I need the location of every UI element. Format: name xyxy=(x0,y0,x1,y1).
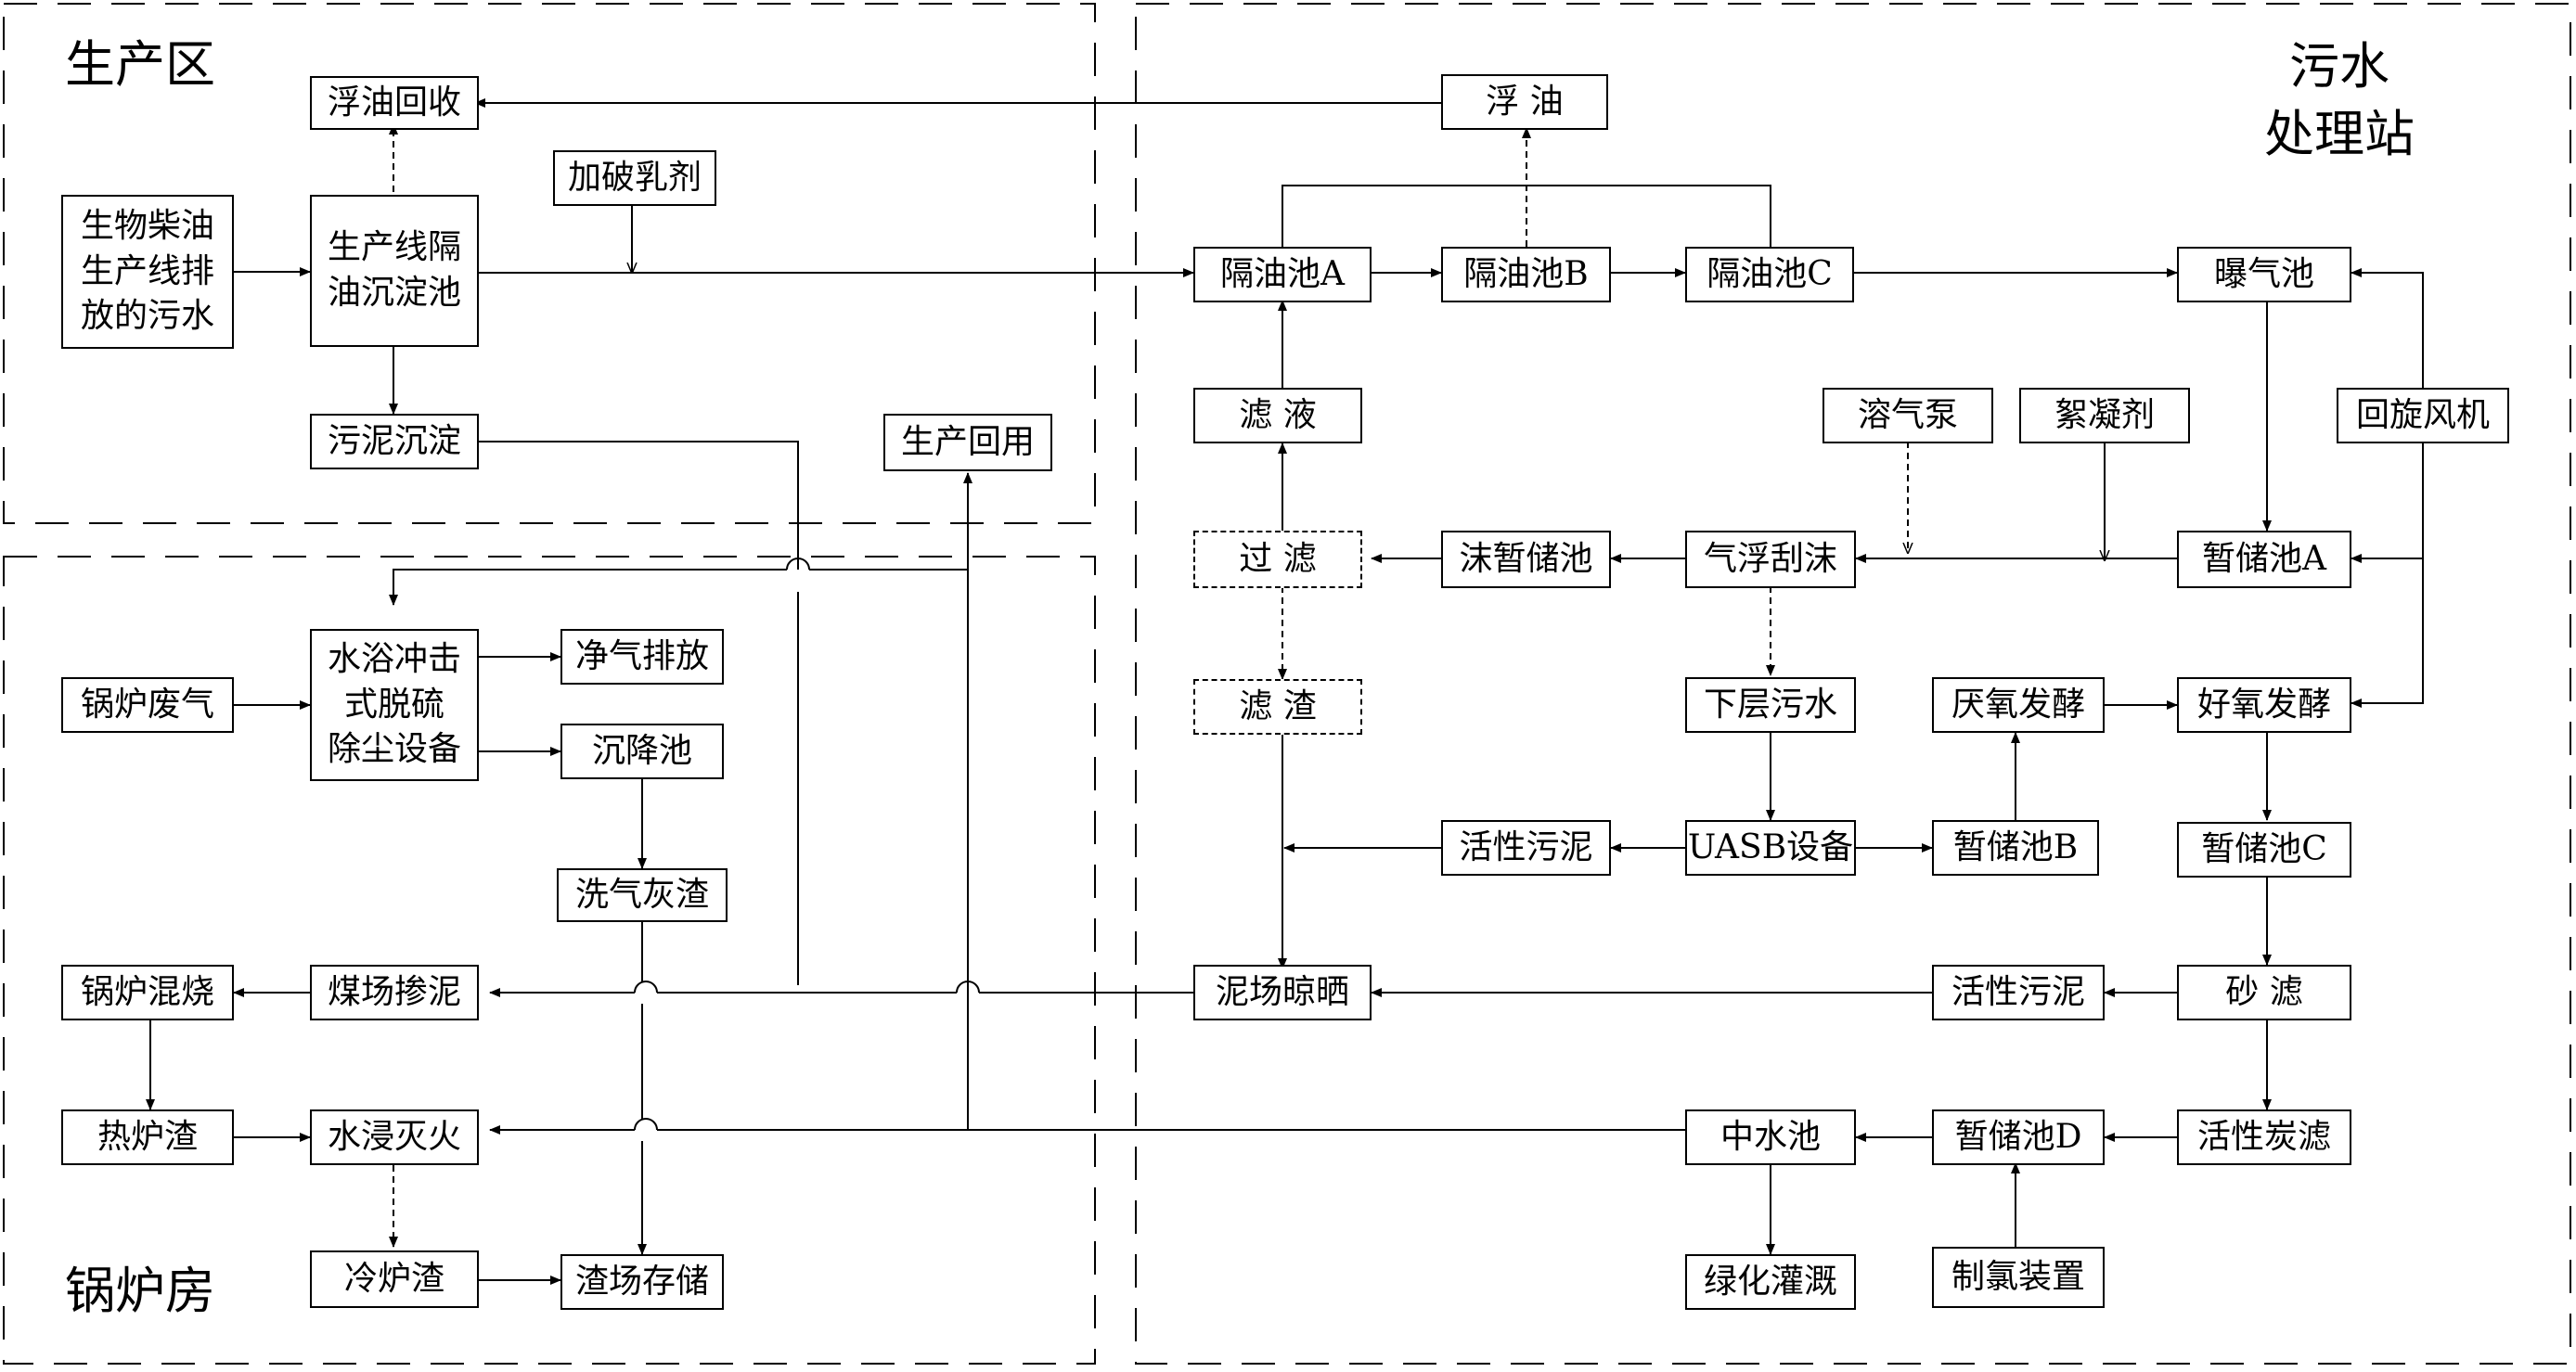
filtrate-box: 滤 液 xyxy=(1193,388,1362,443)
biodiesel-wastewater-box: 生物柴油 生产线排 放的污水 xyxy=(61,195,234,349)
separator-c-box: 隔油池C xyxy=(1685,247,1854,302)
production-reuse-box: 生产回用 xyxy=(883,414,1052,471)
reuse-to-scrubber-arrow xyxy=(393,569,968,605)
filter-residue-box: 滤 渣 xyxy=(1193,679,1362,735)
sludge-line-hop xyxy=(786,558,810,571)
demulsifier-box: 加破乳剂 xyxy=(553,150,716,206)
rotary-blower-box: 回旋风机 xyxy=(2337,388,2509,443)
lower-wastewater-box: 下层污水 xyxy=(1685,677,1856,733)
aeration-tank-box: 曝气池 xyxy=(2177,247,2351,302)
flocculant-box: 絮凝剂 xyxy=(2019,388,2190,443)
boiler-mixed-firing-box: 锅炉混烧 xyxy=(61,965,234,1020)
activated-sludge-box-2: 活性污泥 xyxy=(1932,965,2105,1020)
scrubber-ash-box: 洗气灰渣 xyxy=(557,868,728,922)
scrubber-box: 水浴冲击 式脱硫 除尘设备 xyxy=(310,629,479,781)
reclaimed-water-tank-box: 中水池 xyxy=(1685,1109,1856,1165)
drying-line-hop-2 xyxy=(634,981,658,994)
storage-c-box: 暂储池C xyxy=(2177,822,2351,878)
slag-storage-box: 渣场存储 xyxy=(560,1254,724,1310)
treatment-station-label: 污水 处理站 xyxy=(2264,37,2415,163)
production-zone-border xyxy=(3,3,1096,524)
uasb-box: UASB设备 xyxy=(1685,820,1856,876)
anaerobic-fermentation-box: 厌氧发酵 xyxy=(1932,677,2105,733)
water-quench-box: 水浸灭火 xyxy=(310,1109,479,1165)
hot-slag-box: 热炉渣 xyxy=(61,1109,234,1165)
float-oil-recovery-box: 浮油回收 xyxy=(310,76,479,130)
sand-filter-box: 砂 滤 xyxy=(2177,965,2351,1020)
production-separator-box: 生产线隔 油沉淀池 xyxy=(310,195,479,347)
activated-carbon-filter-box: 活性炭滤 xyxy=(2177,1109,2351,1165)
coal-yard-mixing-box: 煤场掺泥 xyxy=(310,965,479,1020)
greening-irrigation-box: 绿化灌溉 xyxy=(1685,1254,1856,1310)
production-zone-label: 生产区 xyxy=(65,35,215,94)
sludge-line xyxy=(479,441,799,985)
storage-a-box: 暂储池A xyxy=(2177,531,2351,588)
boiler-exhaust-box: 锅炉废气 xyxy=(61,677,234,733)
boiler-room-label: 锅炉房 xyxy=(65,1262,215,1320)
settling-tank-box: 沉降池 xyxy=(560,724,724,779)
storage-b-box: 暂储池B xyxy=(1932,820,2099,876)
clean-gas-discharge-box: 净气排放 xyxy=(560,629,724,685)
activated-sludge-box-1: 活性污泥 xyxy=(1441,820,1611,876)
separator-a-box: 隔油池A xyxy=(1193,247,1372,302)
air-flotation-box: 气浮刮沫 xyxy=(1685,531,1856,588)
float-oil-box: 浮 油 xyxy=(1441,74,1608,130)
aerobic-fermentation-box: 好氧发酵 xyxy=(2177,677,2351,733)
dissolved-air-pump-box: 溶气泵 xyxy=(1823,388,1993,443)
boiler-room-border xyxy=(3,556,1096,1365)
sludge-drying-box: 泥场晾晒 xyxy=(1193,965,1372,1020)
region-borders xyxy=(3,3,2571,1365)
separator-bracket xyxy=(1282,185,1771,247)
filtration-box: 过 滤 xyxy=(1193,531,1362,588)
treatment-station-border xyxy=(1135,3,2571,1365)
cold-slag-box: 冷炉渣 xyxy=(310,1250,479,1308)
chlorine-generator-box: 制氯装置 xyxy=(1932,1247,2105,1308)
storage-d-box: 暂储池D xyxy=(1932,1109,2105,1165)
sludge-settling-box: 污泥沉淀 xyxy=(310,414,479,469)
blower-to-aerobic-arrow xyxy=(2351,442,2424,708)
separator-b-box: 隔油池B xyxy=(1441,247,1611,302)
reclaimed-line-hop xyxy=(634,1118,658,1131)
blower-to-aeration-arrow xyxy=(2351,268,2424,388)
foam-storage-box: 沫暂储池 xyxy=(1441,531,1611,588)
flow-lines xyxy=(146,98,2424,1285)
